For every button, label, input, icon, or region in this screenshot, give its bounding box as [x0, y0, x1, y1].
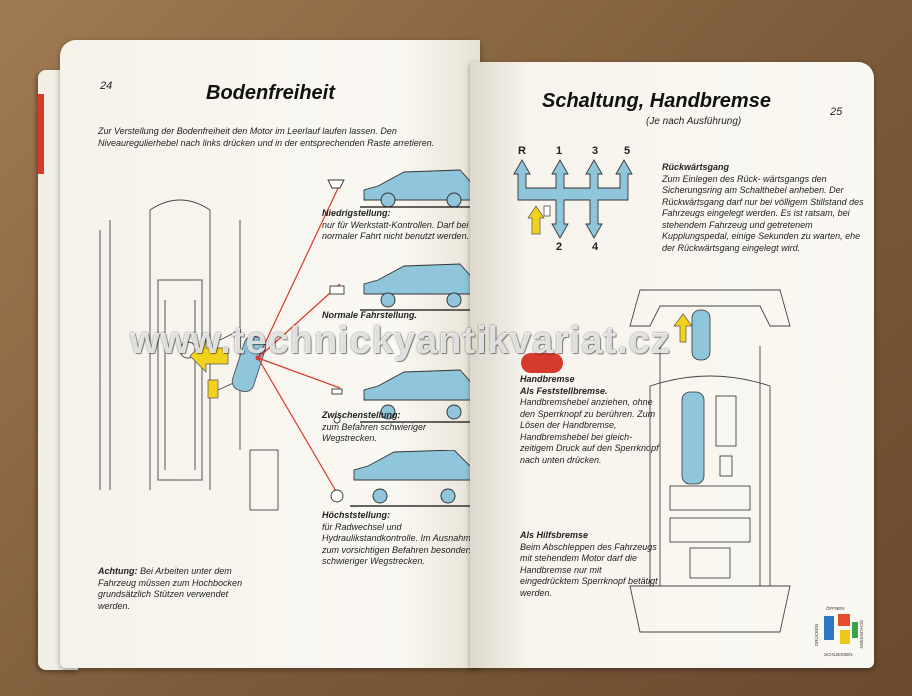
handbrake-lever [681, 391, 705, 485]
gear-label-5: 5 [624, 145, 630, 157]
left-page-title: Bodenfreiheit [206, 82, 335, 104]
car-normal-icon [360, 263, 480, 311]
logo-label-right: SCHLIESSEN [859, 620, 864, 649]
left-page: 24 Bodenfreiheit Zur Verstellung der Bod… [60, 40, 487, 668]
gear-label-4: 4 [592, 241, 599, 253]
car-high-icon [350, 450, 480, 507]
yellow-arrow-left-icon [189, 339, 229, 373]
logo-label-top: ÖFFNEN [826, 605, 845, 611]
position-intermediate: Zwischenstellung: zum Befahren schwierig… [322, 410, 427, 443]
logo-label-bottom: SCHLIESSEN [824, 652, 853, 657]
position-high: Höchststellung: für Radwechsel und Hydra… [322, 510, 488, 566]
detent-markers [327, 179, 345, 503]
gearshift-pattern: R 1 3 5 2 4 [513, 145, 633, 253]
gear-label-1: 1 [556, 145, 562, 157]
level-lever [231, 335, 267, 393]
right-page: Schaltung, Handbremse (Je nach Ausführun… [470, 62, 874, 668]
reverse-gear-section: Rückwärtsgang Zum Einlegen des Rück- wär… [662, 162, 864, 253]
gear-lever [691, 309, 711, 361]
right-page-title: Schaltung, Handbremse [542, 90, 771, 112]
left-page-number: 24 [100, 80, 113, 92]
open-manual: 24 Bodenfreiheit Zur Verstellung der Bod… [38, 22, 874, 672]
corner-logo: ÖFFNEN SCHLIESSEN DRÜCKEN SCHLIESSEN [813, 605, 864, 657]
logo-label-left: DRÜCKEN [813, 624, 819, 646]
position-connector-lines [255, 183, 341, 499]
watermark: www.technickyantikvariat.cz [130, 320, 671, 362]
red-tab [38, 94, 44, 174]
auxiliary-brake-section: Als Hilfsbremse Beim Abschleppen des Fah… [520, 530, 658, 598]
right-page-number: 25 [830, 106, 843, 118]
handbrake-section: Handbremse Als Feststellbremse. Handbrem… [520, 374, 659, 465]
car-low-icon [360, 169, 480, 208]
position-normal: Normale Fahrstellung. [322, 310, 418, 320]
caution-note: Achtung: Bei Arbeiten unter dem Fahrzeug… [98, 566, 243, 611]
interior-drawing [99, 199, 279, 511]
right-page-subtitle: (Je nach Ausführung) [646, 116, 742, 127]
yellow-arrow-up-icon [673, 313, 693, 343]
gear-label-r: R [518, 145, 526, 157]
gear-label-3: 3 [592, 145, 598, 157]
handbrake-indicator-icon [521, 353, 563, 373]
center-console-drawing [629, 289, 791, 633]
gear-label-2: 2 [556, 241, 562, 253]
position-low: Niedrigstellung: nur für Werkstatt-Kontr… [322, 208, 470, 241]
intro-text: Zur Verstellung der Bodenfreiheit den Mo… [98, 126, 435, 148]
